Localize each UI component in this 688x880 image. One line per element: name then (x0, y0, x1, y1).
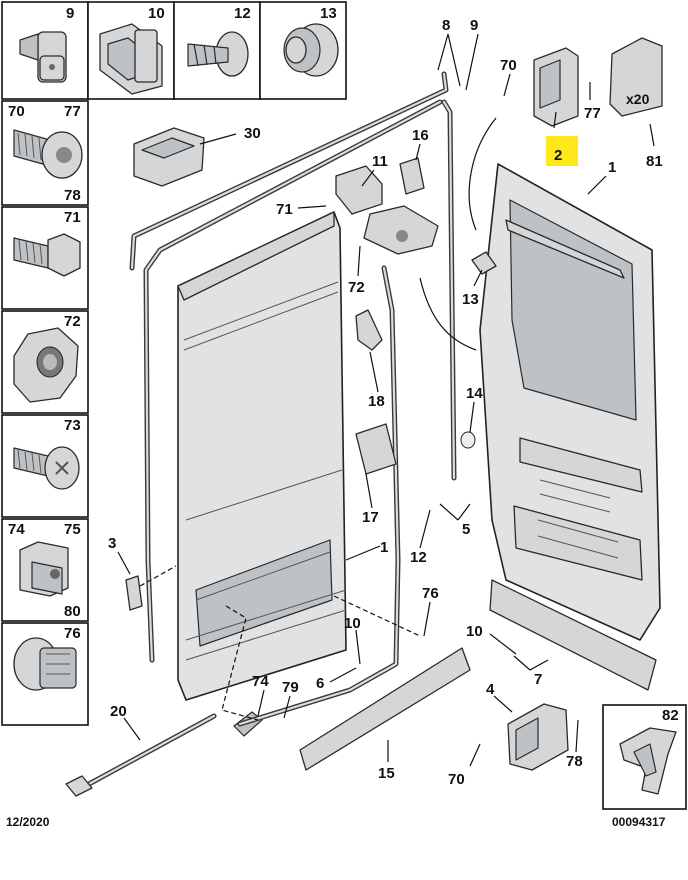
grommet-13-icon (283, 23, 339, 77)
clip-10-icon (99, 23, 163, 95)
grid-label-70: 70 (8, 103, 25, 120)
grid-label-76: 76 (64, 625, 81, 642)
grid-label-74: 74 (8, 521, 25, 538)
callout-8: 8 (442, 17, 450, 34)
hinge-11 (335, 165, 439, 255)
hex-nut-icon (13, 327, 79, 403)
callout-79: 79 (282, 679, 299, 696)
cable-20 (65, 713, 217, 797)
callout-14: 14 (466, 385, 483, 402)
cage-nut-icon (19, 541, 69, 597)
callout-16: 16 (412, 127, 429, 144)
door-seal (129, 71, 457, 663)
footer-ref: 00094317 (612, 815, 666, 829)
grid-label-9: 9 (66, 5, 74, 22)
door-outer-panel (177, 211, 347, 701)
callout-76: 76 (422, 585, 439, 602)
grid-label-75: 75 (64, 521, 81, 538)
callout-labels: 8 9 70 77 2 81 30 16 11 71 1 13 72 18 14 17 5 3 1 12 76 10 10 6… (108, 17, 663, 788)
callout-17: 17 (362, 509, 379, 526)
footer-date: 12/2020 (6, 815, 50, 829)
fastener-bag-81 (609, 37, 663, 117)
quantity-badge: x20 (626, 91, 650, 107)
bracket-82-icon (602, 704, 687, 810)
grid-label-77: 77 (64, 103, 81, 120)
callout-78: 78 (566, 753, 583, 770)
door-inner-panel (460, 163, 661, 641)
fastener-box-30 (133, 127, 205, 187)
callout-15: 15 (378, 765, 395, 782)
callout-5: 5 (462, 521, 470, 538)
callout-1: 1 (380, 539, 388, 556)
grid-label-71: 71 (64, 209, 81, 226)
hex-bolt-icon (13, 233, 81, 277)
callout-4: 4 (486, 681, 495, 698)
clip-9-icon (19, 31, 67, 83)
callout-10: 10 (344, 615, 361, 632)
grid-label-10: 10 (148, 5, 165, 22)
callout-2: 2 (554, 147, 562, 164)
callout-6: 6 (316, 675, 324, 692)
grid-label-82: 82 (662, 707, 679, 724)
trim-clip-icon (13, 637, 77, 691)
callout-74: 74 (252, 673, 269, 690)
fuel-flap-3 (125, 575, 143, 611)
callout-71: 71 (276, 201, 293, 218)
callout-3: 3 (108, 535, 116, 552)
cover-13 (471, 251, 497, 275)
torx-bolt-icon (13, 129, 83, 179)
callout-7: 7 (534, 671, 542, 688)
hinge-2 (533, 47, 579, 127)
callout-11: 11 (372, 153, 388, 170)
grid-label-73: 73 (64, 417, 81, 434)
callout-30: 30 (244, 125, 261, 142)
pan-screw-icon (13, 446, 80, 490)
callout-20: 20 (110, 703, 127, 720)
hinge-4 (507, 703, 569, 771)
grid-label-12: 12 (234, 5, 251, 22)
highlight-part-2 (546, 136, 578, 166)
callout-81: 81 (646, 153, 663, 170)
leader-lines (117, 33, 655, 767)
callout-70: 70 (448, 771, 465, 788)
grid-label-13: 13 (320, 5, 337, 22)
callout-77: 77 (584, 105, 601, 122)
grid-label-80: 80 (64, 603, 81, 620)
lock-17 (355, 423, 397, 475)
handle-18 (355, 309, 383, 351)
callout-18: 18 (368, 393, 385, 410)
callout-13: 13 (462, 291, 479, 308)
callout-10: 10 (466, 623, 483, 640)
callout-9: 9 (470, 17, 478, 34)
grid-label-72: 72 (64, 313, 81, 330)
callout-70: 70 (500, 57, 517, 74)
callout-72: 72 (348, 279, 365, 296)
bracket-16 (399, 157, 425, 195)
callout-12: 12 (410, 549, 427, 566)
rivet-12-icon (187, 31, 249, 77)
callout-1: 1 (608, 159, 616, 176)
grid-label-78: 78 (64, 187, 81, 204)
